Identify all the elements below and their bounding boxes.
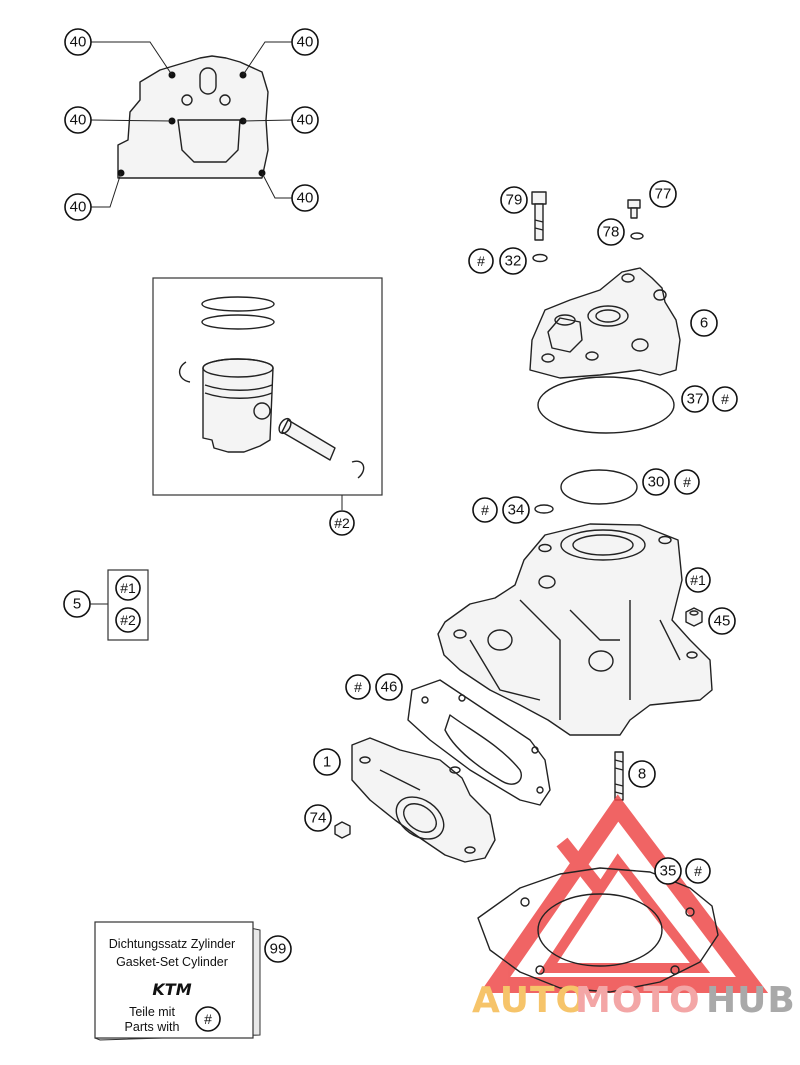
svg-text:40: 40 [70, 34, 87, 51]
watermark-logo [479, 794, 769, 993]
svg-text:5: 5 [73, 596, 81, 613]
svg-text:6: 6 [700, 315, 708, 332]
gasket-46 [407, 679, 551, 806]
bolt-79 [531, 191, 547, 241]
gasket-box-line-de: Dichtungssatz Zylinder [109, 937, 235, 951]
svg-text:AUTO: AUTO [472, 980, 587, 1021]
svg-text:35: 35 [660, 863, 677, 880]
callout-kit-1: #1 [685, 567, 711, 593]
svg-text:#: # [204, 1011, 212, 1027]
callout-99: 99 [264, 935, 292, 963]
svg-text:74: 74 [310, 810, 327, 827]
nut-74 [334, 821, 351, 839]
svg-text:40: 40 [70, 199, 87, 216]
gasket-box-line-teile: Teile mit [129, 1005, 175, 1019]
svg-text:HUB: HUB [706, 980, 796, 1021]
callout-46-group: # 46 [345, 673, 403, 701]
svg-text:99: 99 [270, 941, 287, 958]
callout-1: 1 [313, 748, 341, 776]
stud-8 [614, 751, 624, 801]
callout-40-bottom-right: 40 [291, 184, 319, 212]
callout-79: 79 [500, 186, 528, 214]
callout-77: 77 [649, 180, 677, 208]
callout-40-top-left: 40 [64, 28, 92, 56]
svg-text:40: 40 [70, 112, 87, 129]
svg-text:77: 77 [655, 186, 672, 203]
svg-text:#: # [481, 502, 489, 518]
svg-text:#2: #2 [120, 612, 136, 628]
leader-lines-40 [90, 41, 293, 208]
callout-40-bottom-left: 40 [64, 193, 92, 221]
svg-text:#: # [477, 253, 485, 269]
washer-78 [630, 232, 644, 240]
callout-kit-2: #2 [329, 510, 355, 536]
callout-35-group: 35 # [654, 857, 711, 885]
svg-text:79: 79 [506, 192, 523, 209]
callout-78: 78 [597, 218, 625, 246]
callout-34-group: # 34 [472, 496, 530, 524]
svg-text:78: 78 [603, 224, 620, 241]
callout-30-group: 30 # [642, 468, 700, 496]
svg-text:37: 37 [687, 391, 704, 408]
intake-flange [351, 737, 496, 863]
callout-6: 6 [690, 309, 718, 337]
svg-text:32: 32 [505, 253, 522, 270]
cylinder-head [529, 267, 681, 379]
svg-text:#: # [354, 679, 362, 695]
callout-45: 45 [708, 607, 736, 635]
svg-text:8: 8 [638, 766, 646, 783]
screw-77 [627, 199, 641, 219]
svg-text:30: 30 [648, 474, 665, 491]
callout-40-mid-right: 40 [291, 106, 319, 134]
svg-text:MOTO: MOTO [575, 980, 701, 1021]
callout-8: 8 [628, 760, 656, 788]
callout-5: 5 [63, 590, 91, 618]
o-ring-34 [534, 504, 554, 514]
svg-text:#1: #1 [120, 580, 136, 596]
gasket-box-line-en: Gasket-Set Cylinder [116, 955, 228, 969]
svg-text:40: 40 [297, 34, 314, 51]
svg-text:1: 1 [323, 754, 331, 771]
svg-text:34: 34 [508, 502, 525, 519]
svg-text:#2: #2 [334, 515, 350, 531]
gasket-box-line-parts: Parts with [125, 1020, 180, 1034]
cylinder [437, 523, 713, 736]
svg-text:45: 45 [714, 613, 731, 630]
o-ring-30 [560, 469, 638, 505]
callout-32-group: # 32 [468, 247, 527, 275]
svg-text:#: # [721, 391, 729, 407]
callout-74: 74 [304, 804, 332, 832]
watermark-text: AUTO MOTO HUB [472, 980, 796, 1021]
washer-32 [532, 253, 548, 263]
svg-text:#1: #1 [690, 572, 706, 588]
svg-text:#: # [694, 863, 702, 879]
kit-group-box: #1 #2 [107, 569, 149, 641]
gasket-set-box: Dichtungssatz Zylinder Gasket-Set Cylind… [94, 921, 261, 1041]
svg-text:40: 40 [297, 190, 314, 207]
svg-text:#: # [683, 474, 691, 490]
svg-text:40: 40 [297, 112, 314, 129]
svg-text:46: 46 [381, 679, 398, 696]
ktm-logo: KTM [152, 980, 191, 999]
nut-45 [685, 607, 703, 627]
base-gasket-35 [477, 867, 719, 993]
callout-40-top-right: 40 [291, 28, 319, 56]
o-ring-37 [537, 376, 675, 434]
cylinder-gasket-plate [117, 55, 269, 179]
callout-40-mid-left: 40 [64, 106, 92, 134]
piston-kit-box [152, 277, 383, 496]
callout-37-group: 37 # [681, 385, 738, 413]
